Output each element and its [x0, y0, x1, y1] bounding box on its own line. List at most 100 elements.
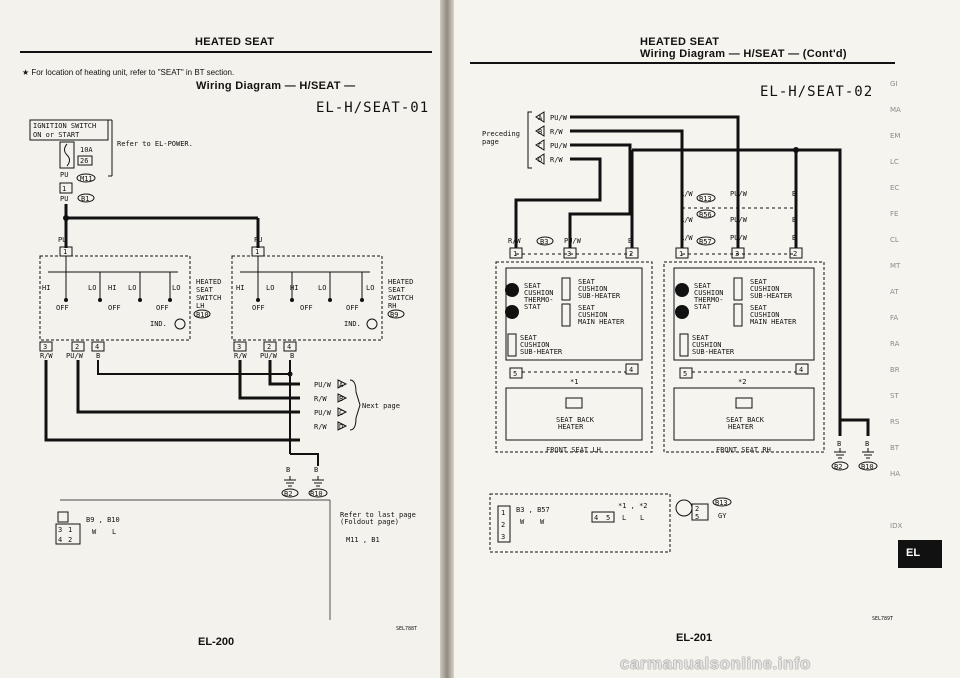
r-ground-symbol-1: [834, 448, 846, 459]
section-tab-idx[interactable]: IDX: [890, 522, 903, 530]
section-tab-fa[interactable]: FA: [890, 314, 899, 322]
rh-ind: IND.: [344, 320, 361, 328]
right-page-title: HEATED SEAT: [640, 36, 720, 48]
lh-sub2-2: CUSHION: [520, 341, 550, 349]
right-legend-box: [489, 493, 671, 553]
ground-label-1: B: [286, 466, 290, 474]
right-diagram-title: Wiring Diagram — H/SEAT — (Cont'd): [640, 48, 847, 60]
fuse-number: 26: [80, 157, 88, 165]
rh-cushion-box: [673, 267, 815, 361]
rh-conn-b13: B13: [699, 195, 712, 203]
ground-symbol-2: [312, 476, 324, 487]
lh-b3-p2: 2: [629, 250, 633, 258]
lh-sw-name-1: HEATED: [196, 278, 221, 286]
lh-ind-lamp: [174, 318, 186, 330]
rh-sw-name-4: RH: [388, 302, 396, 310]
lh-sw-name-4: LH: [196, 302, 204, 310]
front-seat-lh-box: [495, 261, 653, 453]
next-wire-4: R/W: [314, 423, 327, 431]
lh-sw-conn: B10: [196, 311, 209, 319]
ground-label-2: B: [314, 466, 318, 474]
ign-switch-line1: IGNITION SWITCH: [33, 122, 96, 130]
section-tab-em[interactable]: EM: [890, 132, 901, 140]
lh-ind: IND.: [150, 320, 167, 328]
section-tab-br[interactable]: BR: [890, 366, 900, 374]
location-note: ★ For location of heating unit, refer to…: [22, 68, 235, 77]
watermark: carmanualsonline.info: [620, 654, 811, 673]
rh-b-3: B: [792, 234, 796, 242]
next-letter-a: A: [339, 381, 344, 389]
preceding-1: Preceding: [482, 130, 520, 138]
section-tab-ha[interactable]: HA: [890, 470, 901, 478]
rh-pin2: 2: [267, 343, 271, 351]
in-letter-a: A: [538, 114, 543, 122]
ign-switch-line2: ON or START: [33, 131, 80, 139]
conn-m11-pin: [59, 182, 73, 194]
section-tab-ra[interactable]: RA: [890, 340, 900, 348]
next-letter-d: D: [339, 423, 343, 431]
book-gutter: [440, 0, 454, 678]
lh-thermostat-2: [505, 305, 519, 319]
lh-off-1: OFF: [56, 304, 69, 312]
lh-sw-name-2: SEAT: [196, 286, 214, 294]
right-small-code: SEL789T: [872, 616, 893, 622]
section-tab-st[interactable]: ST: [890, 392, 899, 400]
lh-main-2: CUSHION: [578, 311, 608, 319]
rh-puw-3: PU/W: [730, 234, 748, 242]
lh-conn-b3: B3: [540, 238, 548, 246]
wire-pu-2: PU: [60, 195, 68, 203]
rl-c-p5: 5: [695, 513, 699, 521]
rh-contacts: [257, 272, 363, 300]
right-legend-b: *1 , *2: [618, 502, 648, 510]
rh-puw-2: PU/W: [730, 216, 748, 224]
rh-sw-name-2: SEAT: [388, 286, 406, 294]
rh-pin4: 4: [287, 343, 291, 351]
incoming-arrows: [535, 111, 545, 165]
in-wire-1: PU/W: [550, 114, 568, 122]
section-tab-cl[interactable]: CL: [890, 236, 899, 244]
in-wire-4: R/W: [550, 156, 563, 164]
lh-pin2: 2: [75, 343, 79, 351]
lh-wire-puw-top: PU/W: [564, 237, 582, 245]
lh-sw-name-3: SWITCH: [196, 294, 221, 302]
r-ground-conn-2: B10: [861, 463, 874, 471]
lh-lo-3: LO: [172, 284, 180, 292]
section-tab-at[interactable]: AT: [890, 288, 899, 296]
section-tab-rs[interactable]: RS: [890, 418, 900, 426]
section-tab-lc[interactable]: LC: [890, 158, 899, 166]
section-tab-ma[interactable]: MA: [890, 106, 901, 114]
lh-pin-top-label: 1: [63, 248, 67, 256]
power-bracket: [108, 119, 113, 177]
lh-back-2: HEATER: [558, 423, 584, 431]
left-legend-color-1: W: [92, 528, 97, 536]
section-tab-bt[interactable]: BT: [890, 444, 900, 452]
front-seat-rh-label: FRONT SEAT RH: [716, 446, 771, 454]
lh-mark1: *1: [570, 378, 578, 386]
lh-conn-oval: [193, 309, 211, 319]
rh-hi-1: HI: [236, 284, 244, 292]
wire-a: [570, 115, 740, 248]
right-legend-b-c1: L: [622, 514, 626, 522]
right-legend-b-c2: L: [640, 514, 644, 522]
rl-p3: 3: [501, 533, 505, 541]
section-tab-mt[interactable]: MT: [890, 262, 901, 270]
rh-conn-oval: [387, 309, 405, 319]
right-legend-c-symbol: [675, 499, 693, 517]
rh-mark2: *2: [738, 378, 746, 386]
next-letter-b: B: [339, 395, 343, 403]
rl-p4: 4: [594, 514, 598, 522]
left-diagram-title: Wiring Diagram — H/SEAT —: [196, 80, 356, 92]
section-tab-fe[interactable]: FE: [890, 210, 899, 218]
tab-el-active[interactable]: EL: [898, 540, 942, 568]
next-letter-c: C: [339, 409, 343, 417]
lh-wire-rw: R/W: [40, 352, 53, 360]
in-letter-b: B: [538, 128, 542, 136]
section-tab-list: GI MA EM LC EC FE CL MT AT FA RA BR ST RS BT HA IDX: [890, 80, 940, 600]
lh-sub2-3: SUB-HEATER: [520, 348, 563, 356]
rh-lo-3: LO: [366, 284, 374, 292]
right-page-number: EL-201: [676, 632, 713, 644]
section-tab-gi[interactable]: GI: [890, 80, 898, 88]
rh-main-1: SEAT: [750, 304, 768, 312]
section-tab-ec[interactable]: EC: [890, 184, 900, 192]
left-legend-conns: B9 , B10: [86, 516, 120, 524]
